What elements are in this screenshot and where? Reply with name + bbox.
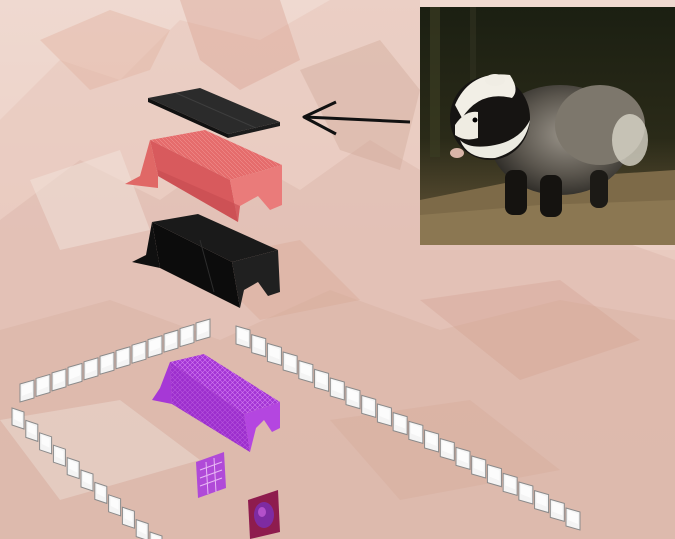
frame-panel-highlight [134,343,144,358]
frame-panel-highlight [253,336,264,351]
frame-panel-highlight [54,370,64,385]
frame-panel-highlight [379,406,390,420]
frames-right-strip [235,325,581,531]
frame-panel-highlight [426,432,437,446]
frame-panel-highlight [83,472,91,485]
small-red-purple-patch [248,490,280,539]
layer-black-surface [132,214,280,308]
frame-panel-highlight [198,321,208,335]
frame-panel-highlight [395,414,406,429]
frame-panel-highlight [118,348,128,363]
frame-panel-highlight [96,484,105,498]
frame-panel-highlight [473,458,484,472]
frame-panel-highlight [505,475,516,490]
frame-panel-highlight [489,466,500,481]
frame-panel-highlight [41,434,50,448]
frame-panel-highlight [182,326,192,341]
frame-panel-highlight [348,388,358,403]
frame-panel-highlight [14,410,22,423]
frame-panel-highlight [102,354,112,369]
frame-panel-highlight [70,365,80,380]
frame-panel-highlight [458,449,468,464]
frame-panel-highlight [55,447,64,461]
frame-panel-highlight [152,534,160,539]
frame-panel-highlight [138,521,147,535]
frame-panel-highlight [568,510,578,524]
frame-panel-highlight [69,459,78,473]
frame-panel-highlight [22,382,32,396]
frame-panel-highlight [410,423,421,438]
frames-left-strip [19,318,211,403]
frame-panel-highlight [442,440,453,455]
layer-red-surface [125,130,282,222]
frame-panel-highlight [332,380,343,394]
frame-panel-highlight [316,371,327,386]
frame-panel-highlight [110,496,119,510]
layer-purple-mesh [152,354,280,452]
frame-panel-highlight [536,492,547,507]
badger-photo [420,7,675,245]
frame-panel-highlight [38,376,48,391]
frame-panel-highlight [166,332,176,347]
frame-panel-highlight [238,328,248,342]
layer-top-plate [148,88,280,138]
small-mesh-fragment [196,452,226,498]
frame-panel-highlight [285,354,296,368]
frame-panel-highlight [269,345,280,360]
arrow-left-icon [302,100,411,136]
frame-panel-highlight [150,337,160,352]
frame-panel-highlight [552,501,563,516]
frame-panel-highlight [300,362,311,377]
frames-bottom-strip [11,407,163,539]
frame-panel-highlight [27,422,36,436]
frame-panel-highlight [124,509,133,523]
frame-panel-highlight [363,397,374,412]
frame-panel-highlight [520,484,531,498]
frame-panel-highlight [86,359,96,374]
